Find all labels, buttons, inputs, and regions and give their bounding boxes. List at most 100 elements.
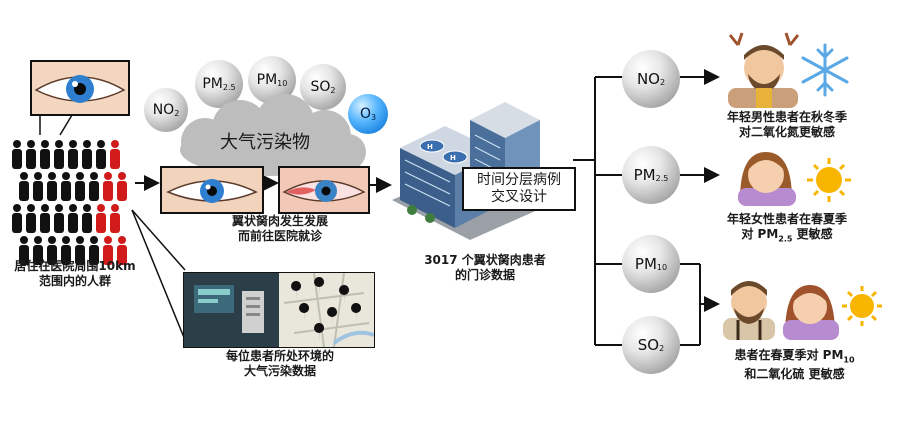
person-icon (47, 172, 57, 201)
ball-sub: 2 (659, 77, 666, 87)
monitor-label-line2: 大气污染数据 (243, 364, 316, 378)
person-icon (61, 172, 71, 201)
young-woman-icon (738, 152, 796, 206)
person-icon (75, 236, 85, 265)
result-3-text-a: 患者在春夏季对 PM (734, 348, 844, 362)
svg-text:H: H (427, 143, 433, 151)
monitoring-data-box (183, 272, 375, 348)
sun-icon (807, 158, 851, 202)
study-design-box: 时间分层病例 交叉设计 (462, 167, 576, 211)
eye-label-line2: 而前往医院就诊 (237, 229, 322, 243)
person-icon (12, 204, 22, 233)
callout-line-monitor (131, 209, 186, 271)
ball-sub: 3 (370, 112, 377, 122)
eye-label: 翼状胬肉发生发展 而前往医院就诊 (205, 214, 355, 244)
ball-text: SO (637, 336, 660, 354)
person-icon (40, 140, 50, 169)
person-icon (19, 172, 29, 201)
result-3-line1: 患者在春夏季对 PM10 (712, 348, 877, 367)
result-2-line1: 年轻女性患者在春夏季 (726, 212, 847, 226)
person-icon (40, 204, 50, 233)
person-icon (26, 204, 36, 233)
result-2-label: 年轻女性患者在春夏季 对 PM2.5 更敏感 (712, 212, 862, 246)
man-icon (723, 281, 775, 340)
hospital-label-line2: 的门诊数据 (454, 268, 515, 282)
ball-text: PM (256, 72, 278, 88)
result-1-label: 年轻男性患者在秋冬季 对二氧化氮更敏感 (712, 110, 862, 140)
person-icon (103, 172, 113, 201)
ball-text: NO (152, 102, 175, 118)
person-icon (103, 236, 113, 265)
result-2-text-b: 更敏感 (792, 227, 833, 241)
result-2-text-a: 对 PM (741, 227, 779, 241)
person-icon (47, 236, 57, 265)
person-icon (117, 172, 127, 201)
ball-sub: 2.5 (655, 173, 669, 183)
result-3-sub: 10 (843, 355, 855, 365)
person-icon (61, 236, 71, 265)
eye-closeup-box (30, 60, 130, 116)
person-icon (110, 204, 120, 233)
cloud-label: 大气污染物 (220, 132, 310, 153)
eye-label-line1: 翼状胬肉发生发展 (231, 214, 328, 228)
monitor-label: 每位患者所处环境的 大气污染数据 (200, 349, 360, 379)
result-1-line2: 对二氧化氮更敏感 (738, 125, 835, 139)
person-icon (33, 172, 43, 201)
person-icon (89, 236, 99, 265)
ball-sub: 2 (659, 343, 665, 353)
crowd-label-line1: 居住在医院周围10km (14, 259, 136, 273)
person-icon (68, 140, 78, 169)
sun-icon-2 (842, 286, 882, 326)
hospital-label-line1: 3017 个翼状胬肉患者 (424, 253, 546, 267)
red-eye-icon (280, 168, 368, 212)
ball-text: O (359, 106, 371, 122)
person-icon (68, 204, 78, 233)
snowflake-icon (801, 43, 849, 97)
monitor-station-and-map-icon (184, 273, 374, 347)
eye-icon (162, 168, 262, 212)
result-3-label: 患者在春夏季对 PM10 和二氧化硫 更敏感 (712, 348, 877, 382)
ball-text: NO (636, 70, 660, 88)
pterygium-eye-box (278, 166, 370, 214)
healthy-eye-icon (32, 62, 128, 114)
crowd-label: 居住在医院周围10km 范围内的人群 (0, 259, 150, 289)
woman-icon (783, 285, 839, 340)
monitor-label-line1: 每位患者所处环境的 (225, 349, 334, 363)
ball-text: SO (310, 79, 331, 95)
ball-sub: 2 (174, 108, 180, 118)
young-man-icon (728, 32, 800, 108)
person-icon (96, 140, 106, 169)
ball-text: PM (634, 255, 657, 273)
person-icon (12, 140, 22, 169)
person-icon (54, 140, 64, 169)
person-icon (26, 140, 36, 169)
person-icon (89, 172, 99, 201)
result-2-line2: 对 PM2.5 更敏感 (712, 227, 862, 246)
design-label-line1: 时间分层病例 (477, 172, 561, 188)
person-icon (82, 140, 92, 169)
ball-sub: 10 (277, 78, 288, 88)
ball-text: PM (202, 76, 223, 92)
person-icon (82, 204, 92, 233)
person-icon (117, 236, 127, 265)
person-icon (110, 140, 120, 169)
person-icon (54, 204, 64, 233)
result-1-line1: 年轻男性患者在秋冬季 (726, 110, 847, 124)
ball-sub: 10 (656, 262, 668, 272)
hospital-label: 3017 个翼状胬肉患者 的门诊数据 (410, 253, 560, 283)
ball-text: PM (633, 166, 656, 184)
result-3-line2: 和二氧化硫 更敏感 (744, 367, 845, 382)
person-icon (33, 236, 43, 265)
healthy-eye-box (160, 166, 264, 214)
svg-text:H: H (450, 154, 456, 162)
